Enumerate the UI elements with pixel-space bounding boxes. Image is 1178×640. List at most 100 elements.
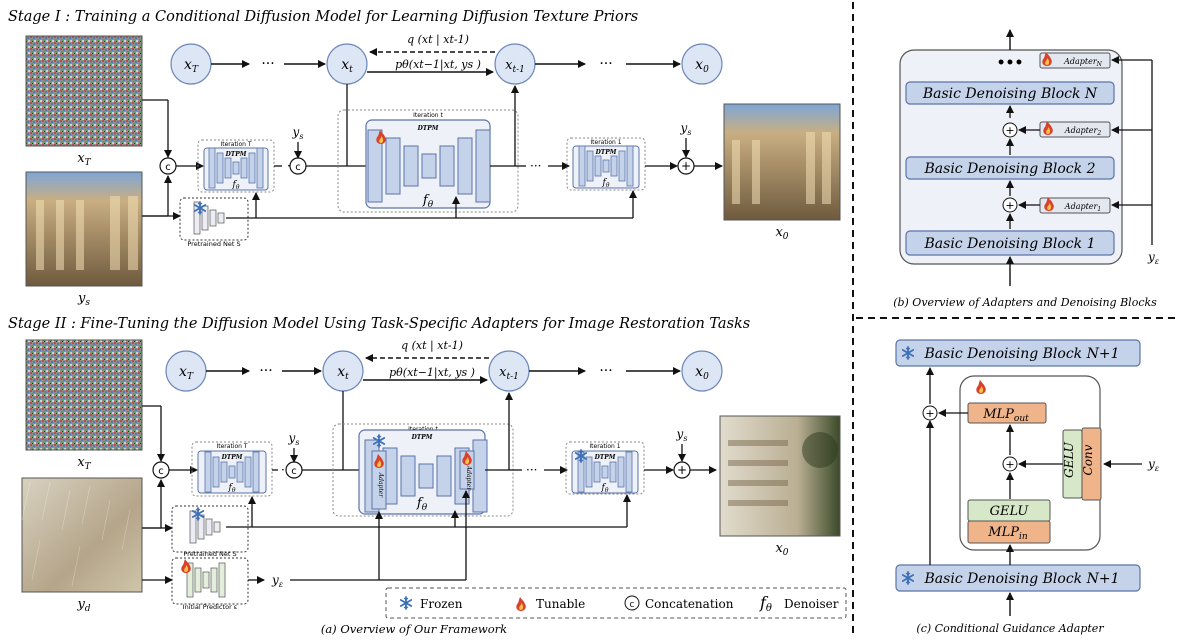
node-x0-2: x0 (681, 350, 723, 392)
svg-text:Adapter: Adapter (377, 472, 384, 499)
svg-text:GELU: GELU (990, 504, 1030, 519)
svg-text:GELU: GELU (1062, 441, 1076, 478)
svg-text:···: ··· (599, 363, 612, 379)
block-2 (905, 156, 1115, 180)
svg-text:fθ: fθ (232, 180, 240, 191)
svg-text:Basic Denoising Block N: Basic Denoising Block N (922, 86, 1098, 102)
svg-text:Pretrained Net S: Pretrained Net S (183, 550, 236, 558)
stage2-q-label: q (xt | xt-1) (401, 339, 463, 353)
svg-text:yd: yd (76, 597, 90, 614)
conv (1081, 427, 1102, 501)
svg-text:···: ··· (599, 56, 612, 72)
output-image-x0 (723, 103, 841, 221)
legend-frozen: Frozen (420, 597, 463, 611)
svg-text:fθ: fθ (228, 483, 236, 494)
svg-text:···: ··· (526, 463, 537, 477)
svg-text:Conv: Conv (1081, 444, 1095, 475)
noise-image-xT-2 (25, 339, 143, 451)
svg-text:Basic Denoising Block 1: Basic Denoising Block 1 (924, 236, 1096, 252)
svg-text:+: + (677, 463, 687, 477)
noise-image-xT (25, 35, 143, 147)
building-columns (36, 196, 138, 270)
svg-text:Pretrained Net S: Pretrained Net S (187, 240, 240, 248)
legend-denoiser: Denoiser (784, 597, 839, 611)
node-xt-2: xt (322, 350, 364, 392)
svg-text:AdapterN: AdapterN (1063, 57, 1103, 68)
svg-text:Iteration 1: Iteration 1 (590, 139, 621, 146)
stage1-title: Stage I : Training a Conditional Diffusi… (8, 9, 638, 25)
svg-text:fθ: fθ (416, 496, 428, 513)
stage1-q-label: q (xt | xt-1) (407, 33, 469, 47)
svg-text:DTPM: DTPM (225, 151, 247, 158)
svg-text:fθ: fθ (601, 483, 609, 494)
svg-text:fθ: fθ (602, 178, 610, 189)
node-xt: xt (326, 43, 368, 85)
stage1-xT-label: xT (77, 151, 91, 168)
svg-text:Iteration T: Iteration T (216, 443, 247, 450)
block-n1-top (895, 339, 1141, 367)
svg-text:Adapter: Adapter (465, 465, 472, 492)
pretrained-net-s (179, 197, 249, 241)
svg-text:ys: ys (680, 121, 692, 137)
block-n1-bottom (895, 564, 1141, 592)
svg-text:···: ··· (261, 56, 274, 72)
caption-b: (b) Overview of Adapters and Denoising B… (893, 296, 1157, 309)
stage1-ys-label: ys (77, 291, 90, 308)
mlp-in (967, 520, 1051, 544)
svg-text:Basic Denoising Block N+1: Basic Denoising Block N+1 (924, 571, 1120, 587)
input-image-yd (21, 477, 143, 593)
node-xT: xT (170, 43, 212, 85)
stage1-ys-cond: ys (292, 125, 304, 141)
initial-predictor (171, 557, 249, 605)
svg-text:DTPM: DTPM (221, 454, 243, 461)
caption-a: (a) Overview of Our Framework (321, 622, 507, 636)
svg-text:yε: yε (271, 573, 283, 589)
node-xT-2: xT (165, 350, 207, 392)
block-1 (905, 230, 1115, 256)
svg-text:Basic Denoising Block 2: Basic Denoising Block 2 (924, 161, 1096, 177)
stage1-p-label: pθ(xt−1|xt, ys ) (395, 58, 481, 72)
adapter-n (1039, 52, 1111, 69)
svg-text:xt: xt (337, 364, 349, 382)
svg-text:+: + (925, 407, 934, 420)
svg-text:DTPM: DTPM (417, 125, 439, 132)
svg-text:Initial Predictor ε: Initial Predictor ε (183, 603, 238, 611)
svg-text:x0: x0 (775, 225, 788, 242)
svg-text:+: + (1005, 458, 1014, 471)
svg-text:yε: yε (1147, 250, 1159, 266)
svg-text:Adapter1: Adapter1 (1064, 202, 1101, 213)
svg-text:fθ: fθ (422, 193, 434, 210)
svg-text:c: c (291, 466, 297, 477)
svg-text:DTPM: DTPM (411, 434, 433, 441)
stage2-title: Stage II : Fine-Tuning the Diffusion Mod… (8, 316, 750, 332)
svg-text:yε: yε (1147, 457, 1159, 473)
legend-concat: Concatenation (645, 597, 734, 611)
svg-text:+: + (681, 159, 691, 173)
node-xt-1: xt-1 (494, 43, 536, 85)
svg-text:Iteration t: Iteration t (413, 112, 443, 119)
node-xt-1-2: xt-1 (488, 350, 530, 392)
svg-text:Basic Denoising Block N+1: Basic Denoising Block N+1 (924, 346, 1120, 362)
svg-text:xT: xT (77, 455, 91, 472)
rain-streaks (21, 481, 131, 587)
svg-text:DTPM: DTPM (595, 149, 617, 156)
svg-text:Iteration T: Iteration T (220, 141, 251, 148)
svg-text:c: c (295, 162, 301, 173)
iteration-t-box (337, 109, 519, 213)
node-x0: x0 (681, 43, 723, 85)
svg-text:•••: ••• (997, 55, 1024, 71)
svg-text:+: + (1005, 199, 1014, 212)
svg-text:ys: ys (288, 431, 300, 447)
svg-text:Adapter2: Adapter2 (1064, 126, 1102, 137)
svg-text:···: ··· (530, 159, 541, 173)
legend (385, 587, 847, 619)
svg-text:···: ··· (259, 363, 272, 379)
svg-text:c: c (630, 600, 635, 610)
svg-text:ys: ys (676, 427, 688, 443)
block-n (905, 81, 1115, 105)
svg-text:c: c (158, 466, 164, 477)
svg-text:xt: xt (341, 57, 353, 75)
svg-text:DTPM: DTPM (594, 454, 616, 461)
svg-text:Iteration 1: Iteration 1 (589, 443, 620, 450)
